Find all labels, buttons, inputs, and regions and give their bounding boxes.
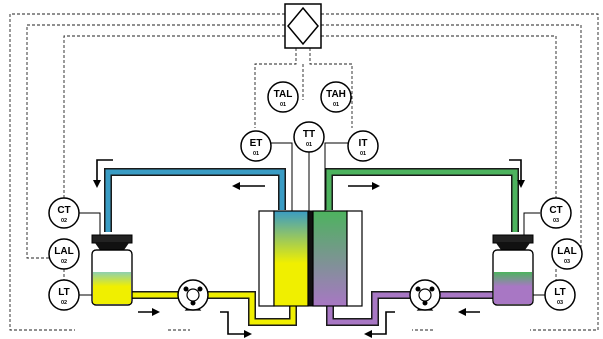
controller-icon bbox=[284, 3, 322, 49]
instrument-tag: TT bbox=[303, 129, 315, 140]
instrument-leads bbox=[78, 142, 545, 296]
instrument-number: 01 bbox=[360, 151, 366, 157]
instrument-tag: LAL bbox=[557, 246, 576, 257]
instrument-tag: CT bbox=[549, 205, 562, 216]
instrument-tag: LT bbox=[58, 287, 69, 298]
instrument-tag: LAL bbox=[54, 246, 73, 257]
instrument-tag: ET bbox=[250, 138, 263, 149]
left-reservoir-icon bbox=[91, 234, 133, 306]
instrument-number: 02 bbox=[61, 218, 67, 224]
right-pump-icon bbox=[409, 279, 441, 311]
instrument-number: 02 bbox=[61, 259, 67, 265]
instrument-number: 01 bbox=[253, 151, 259, 157]
instrument-CT02: CT 02 bbox=[48, 197, 80, 229]
instrument-LT03: LT 03 bbox=[544, 279, 576, 311]
instrument-number: 03 bbox=[557, 300, 563, 306]
instrument-number: 01 bbox=[280, 102, 286, 108]
instrument-tag: LT bbox=[554, 287, 565, 298]
instrument-tag: IT bbox=[359, 138, 368, 149]
instrument-TT01: TT 01 bbox=[293, 121, 325, 153]
flow-arrows bbox=[93, 159, 525, 338]
instrument-LT02: LT 02 bbox=[48, 279, 80, 311]
instrument-tag: TAH bbox=[326, 89, 346, 100]
instrument-number: 01 bbox=[306, 142, 312, 148]
instrument-CT03: CT 03 bbox=[540, 197, 572, 229]
right-reservoir-icon bbox=[492, 234, 534, 306]
instrument-TAL01: TAL 01 bbox=[267, 81, 299, 113]
instrument-tag: CT bbox=[57, 205, 70, 216]
arrow-bottom-right-icon bbox=[364, 311, 395, 338]
instrument-tag: TAL bbox=[274, 89, 293, 100]
instrument-IT01: IT 01 bbox=[347, 130, 379, 162]
arrow-bottom-left-icon bbox=[220, 311, 252, 338]
arrow-down-left-icon bbox=[93, 159, 113, 188]
instrument-LAL02: LAL 02 bbox=[48, 238, 80, 270]
instrument-ET01: ET 01 bbox=[240, 130, 272, 162]
arrow-down-right-icon bbox=[509, 159, 525, 188]
instrument-number: 03 bbox=[564, 259, 570, 265]
instrument-LAL03: LAL 03 bbox=[551, 238, 583, 270]
instrument-number: 03 bbox=[553, 218, 559, 224]
left-pump-icon bbox=[177, 279, 209, 311]
instrument-number: 02 bbox=[61, 300, 67, 306]
instrument-number: 01 bbox=[333, 102, 339, 108]
pipes bbox=[104, 168, 519, 326]
flow-cell-stack-icon bbox=[258, 210, 363, 307]
instrument-TAH01: TAH 01 bbox=[320, 81, 352, 113]
